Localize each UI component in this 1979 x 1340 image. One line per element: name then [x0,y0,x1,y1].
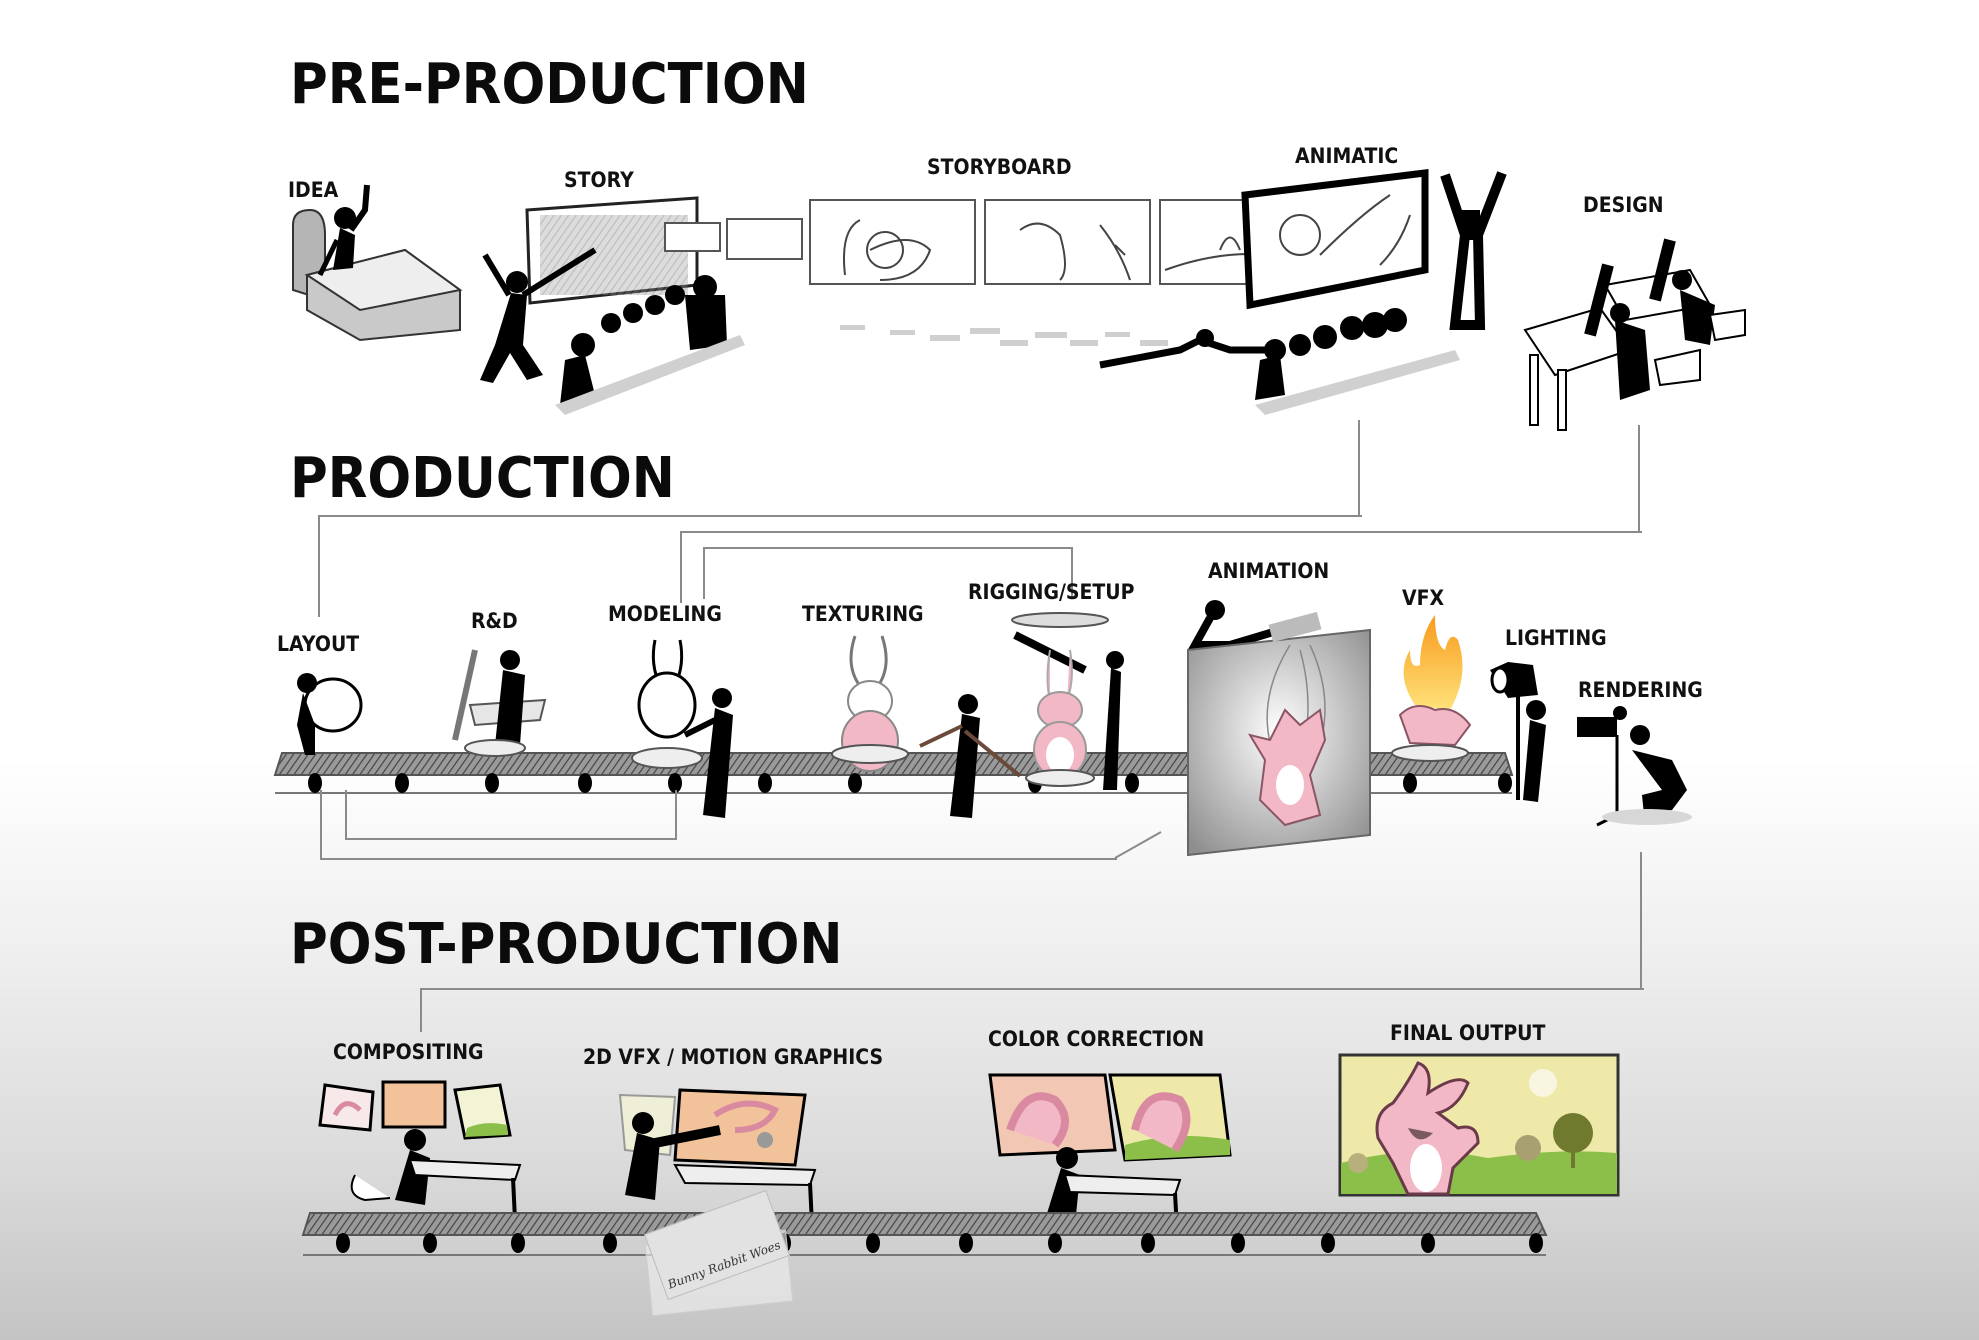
stage-label-lighting: LIGHTING [1505,626,1607,650]
stage-label-color-correction: COLOR CORRECTION [988,1027,1205,1051]
animation-marionette-icon [1187,600,1371,857]
connector-rendering-to-compositing [420,988,1644,1032]
lighting-spotlight-icon [1490,662,1546,802]
connector-modeling-to-rigging [703,547,1073,599]
stage-label-layout: LAYOUT [277,632,360,656]
texturing-bunny-icon [831,635,1022,818]
storyboard-panels-icon [809,199,1271,369]
rendering-camera-icon [1577,706,1692,827]
stage-label-rnd: R&D [471,609,518,633]
stage-label-idea: IDEA [288,178,339,202]
stage-label-animatic: ANIMATIC [1295,144,1399,168]
color-correction-workstation-icon [988,1073,1232,1231]
connector-design-drop [1638,425,1642,533]
production-title: PRODUCTION [290,446,675,511]
layout-camera-icon [297,673,363,755]
stage-label-animation: ANIMATION [1208,559,1330,583]
stage-label-modeling: MODELING [608,602,722,626]
stage-label-storyboard: STORYBOARD [927,155,1072,179]
connector-animatic-drop [1358,420,1362,517]
stage-label-rendering: RENDERING [1578,678,1703,702]
post-production-title: POST-PRODUCTION [290,912,843,977]
story-pitch-board-icon [480,196,803,415]
stage-label-texturing: TEXTURING [802,602,924,626]
stage-label-vfx: VFX [1402,586,1445,610]
compositing-workstation-icon [318,1080,522,1221]
post-production-conveyor-belt-icon [301,1212,1548,1256]
connector-design-to-modeling [680,531,1642,603]
final-output-frame-icon [1338,1053,1620,1197]
vfx-fire-icon [1391,615,1472,762]
pre-production-title: PRE-PRODUCTION [290,52,809,117]
rigging-puppet-icon [1011,612,1124,790]
connector-animatic-to-layout [318,515,1362,617]
motion-graphics-workstation-icon [618,1088,817,1226]
stage-label-story: STORY [564,168,634,192]
design-drafting-tables-icon [1523,238,1746,431]
connector-angle [1114,831,1162,859]
stage-label-2d-vfx-motion-graphics: 2D VFX / MOTION GRAPHICS [583,1045,884,1069]
stage-label-compositing: COMPOSITING [333,1040,484,1064]
modeling-bunny-icon [631,639,733,818]
stage-label-design: DESIGN [1583,193,1664,217]
animatic-screening-icon [1241,169,1507,415]
connector-layout-to-animation [320,790,1117,860]
connector-rendering-drop [1640,852,1644,990]
person-in-bed-idea-icon [292,184,463,342]
stage-label-final-output: FINAL OUTPUT [1390,1021,1546,1045]
rnd-table-icon [452,649,547,757]
stage-label-rigging-setup: RIGGING/SETUP [968,580,1135,604]
connector-layout-to-modeling [345,790,677,840]
